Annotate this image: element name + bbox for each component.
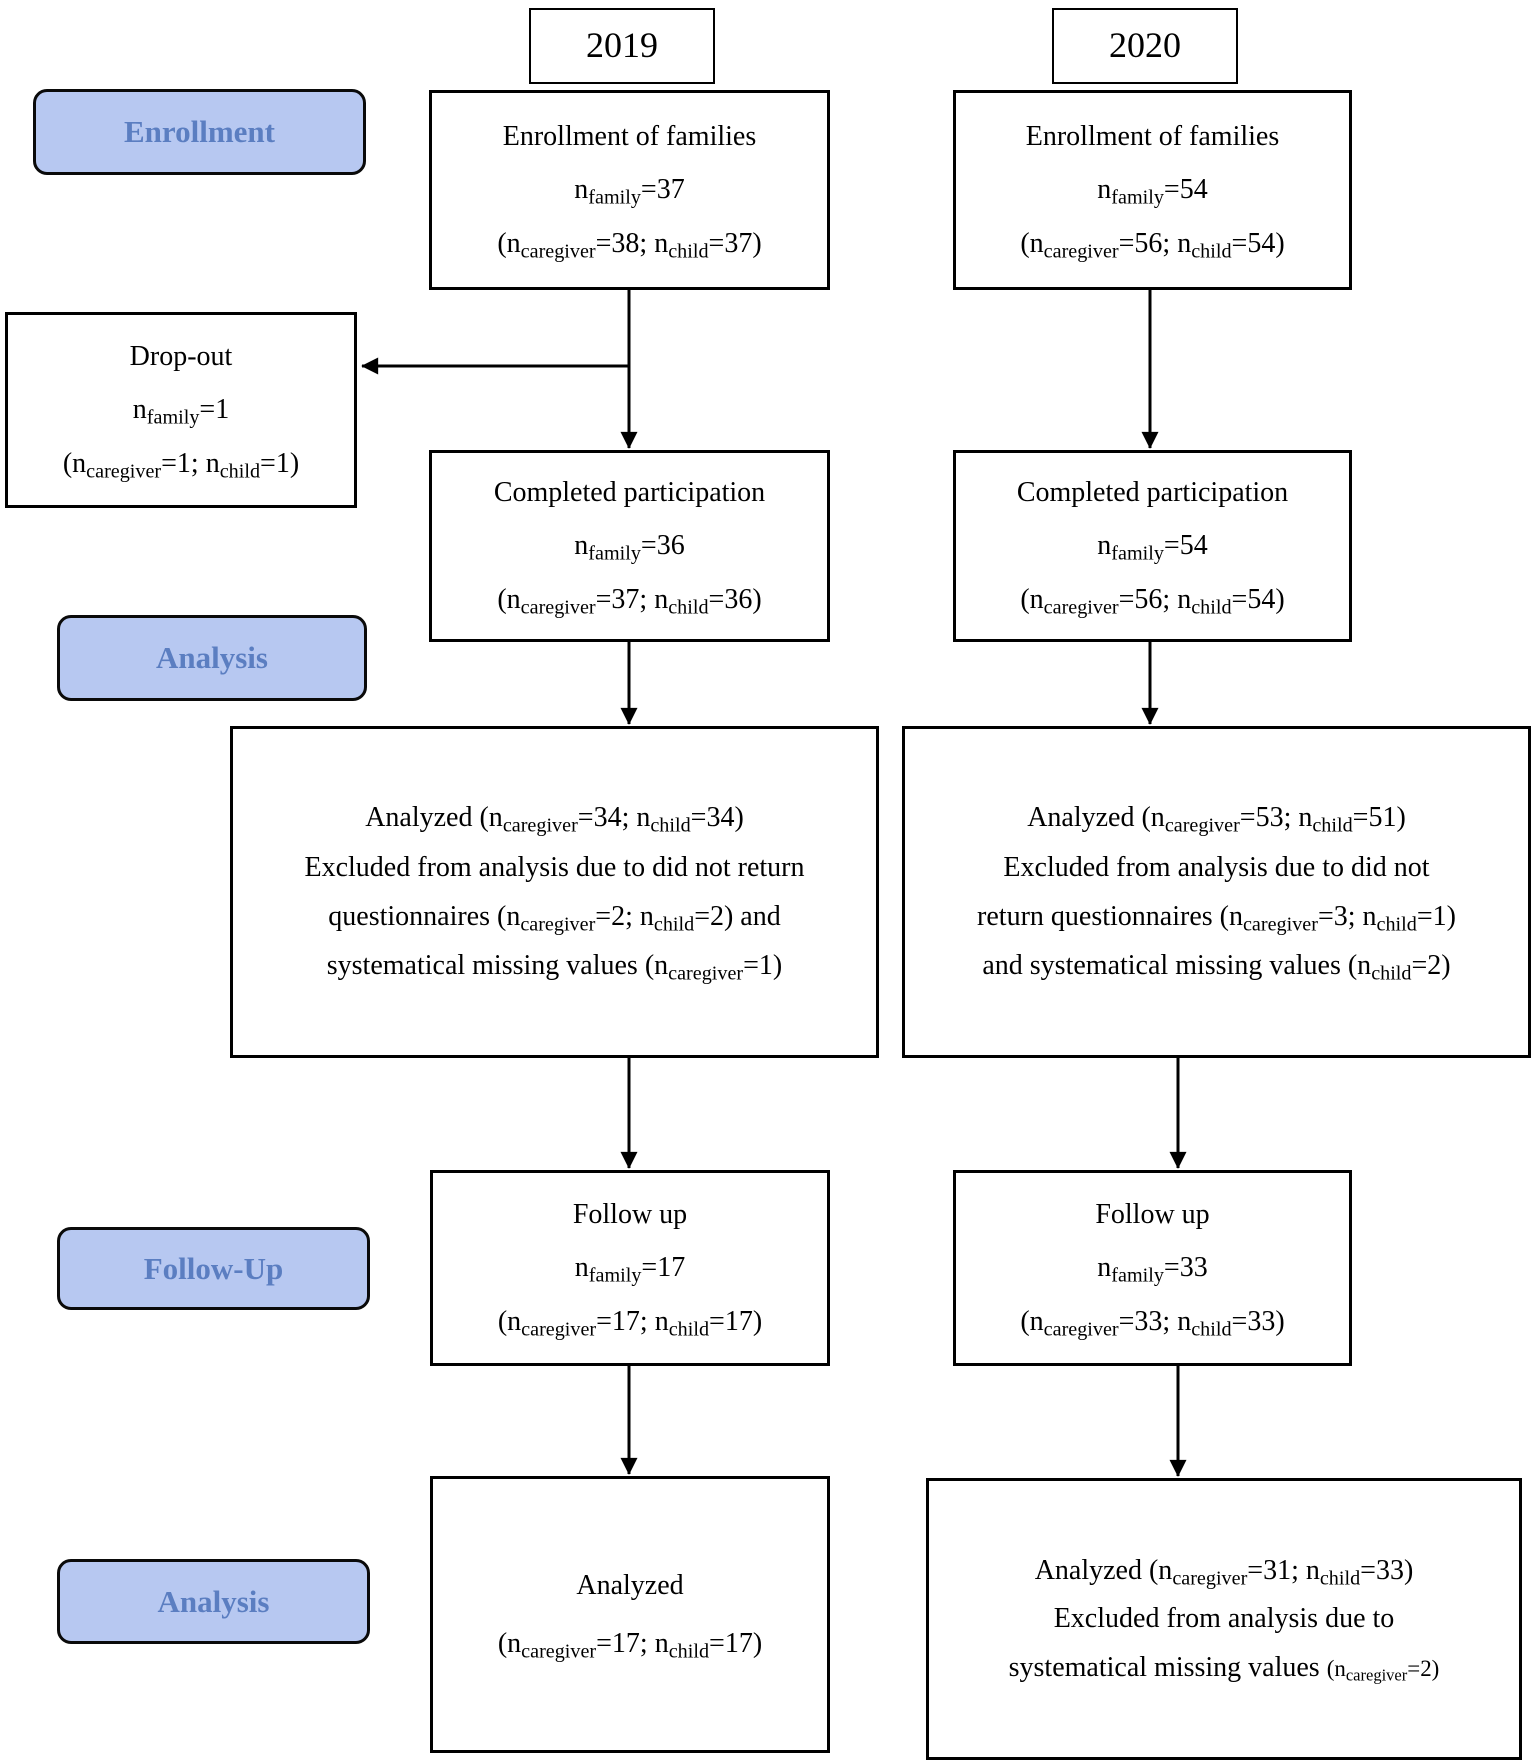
text-line: Completed participation — [1016, 476, 1289, 508]
text-line: (ncaregiver=37; nchild=36) — [497, 583, 762, 619]
text-line: Excluded from analysis due to did not re… — [304, 851, 805, 883]
text-line: (ncaregiver=56; nchild=54) — [1020, 583, 1285, 619]
text-line: nfamily=54 — [1097, 174, 1208, 209]
text-line: (ncaregiver=56; nchild=54) — [1020, 227, 1285, 263]
text-line: Excluded from analysis due to — [1053, 1603, 1395, 1635]
text-line: (ncaregiver=1; nchild=1) — [62, 447, 300, 483]
text-line: Follow up — [1095, 1198, 1210, 1230]
box-2020-completed-participation: Completed participation nfamily=54 (ncareg… — [953, 450, 1352, 642]
box-2020-analyzed: Analyzed (ncaregiver=53; nchild=51) Exclu… — [902, 726, 1531, 1058]
text-line: Analyzed (ncaregiver=31; nchild=33) — [1034, 1554, 1414, 1590]
text-line: (ncaregiver=17; nchild=17) — [497, 1627, 763, 1663]
text-line: (ncaregiver=33; nchild=33) — [1020, 1305, 1285, 1341]
year-title-text: 2019 — [586, 25, 658, 66]
text-line: systematical missing values (ncaregiver=… — [1008, 1651, 1440, 1685]
box-2019-analyzed-followup: Analyzed (ncaregiver=17; nchild=17) — [430, 1476, 830, 1753]
text-line: Follow up — [572, 1198, 688, 1230]
text-line: and systematical missing values (nchild=… — [982, 950, 1451, 986]
text-line: nfamily=36 — [574, 530, 685, 565]
stage-label-follow-up: Follow-Up — [57, 1227, 370, 1310]
text-line: Enrollment of families — [1025, 120, 1280, 152]
text-line: Completed participation — [493, 476, 766, 508]
box-2020-enrollment: Enrollment of families nfamily=54 (ncaregi… — [953, 90, 1352, 290]
text-line: nfamily=1 — [132, 394, 230, 429]
text-line: Enrollment of families — [502, 120, 757, 152]
stage-label-analysis-followup: Analysis — [57, 1559, 370, 1644]
text-line: nfamily=54 — [1097, 530, 1208, 565]
year-title-2020: 2020 — [1052, 8, 1238, 84]
text-line: Analyzed (ncaregiver=34; nchild=34) — [365, 802, 744, 837]
text-line: nfamily=37 — [574, 174, 685, 209]
text-line: nfamily=33 — [1097, 1252, 1208, 1287]
box-2019-drop-out: Drop-out nfamily=1 (ncaregiver=1; nchild=1… — [5, 312, 357, 508]
text-line: systematical missing values (ncaregiver=… — [326, 950, 783, 986]
text-line: Drop-out — [129, 340, 233, 372]
text-line: questionnaires (ncaregiver=2; nchild=2) … — [328, 901, 781, 936]
stage-label-enrollment: Enrollment — [33, 89, 366, 175]
text-line: Analyzed (ncaregiver=53; nchild=51) — [1027, 802, 1406, 837]
box-2019-analyzed: Analyzed (ncaregiver=34; nchild=34) Exclu… — [230, 726, 879, 1058]
text-line: nfamily=17 — [574, 1252, 686, 1287]
text-line: return questionnaires (ncaregiver=3; nch… — [977, 901, 1456, 936]
text-line: (ncaregiver=17; nchild=17) — [497, 1305, 763, 1341]
box-2019-completed-participation: Completed participation nfamily=36 (ncareg… — [429, 450, 830, 642]
stage-label-text: Follow-Up — [143, 1250, 284, 1286]
box-2019-follow-up: Follow up nfamily=17 (ncaregiver=17; nchil… — [430, 1170, 830, 1366]
stage-label-text: Enrollment — [124, 114, 275, 149]
stage-label-analysis: Analysis — [57, 615, 367, 701]
text-line: Analyzed — [576, 1570, 684, 1602]
box-2020-analyzed-followup: Analyzed (ncaregiver=31; nchild=33) Exclu… — [926, 1478, 1522, 1760]
stage-label-text: Analysis — [157, 1583, 270, 1619]
box-2020-follow-up: Follow up nfamily=33 (ncaregiver=33; nchil… — [953, 1170, 1352, 1366]
box-2019-enrollment: Enrollment of families nfamily=37 (ncaregi… — [429, 90, 830, 290]
text-line: Excluded from analysis due to did not — [1003, 851, 1430, 883]
year-title-2019: 2019 — [529, 8, 715, 84]
year-title-text: 2020 — [1109, 25, 1181, 66]
text-line: (ncaregiver=38; nchild=37) — [497, 227, 762, 263]
stage-label-text: Analysis — [156, 640, 268, 675]
